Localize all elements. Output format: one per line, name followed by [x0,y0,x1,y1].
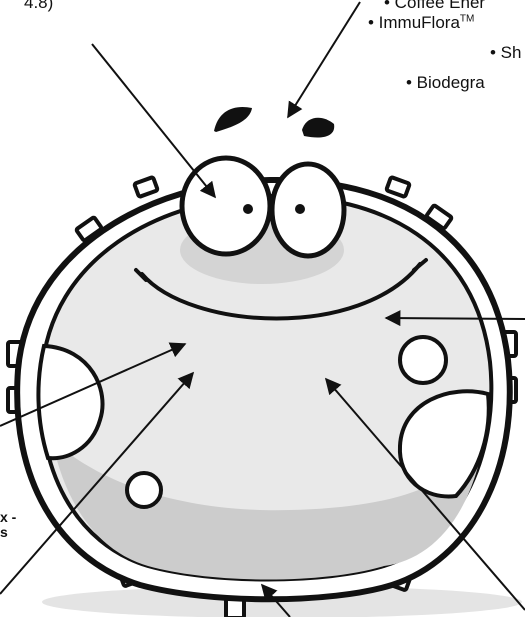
granule-small-left [127,473,161,507]
arrow-to-right-body [386,318,525,319]
right-eye [272,164,344,256]
label-list-line-2-sup: TM [460,13,474,24]
arrow-to-top [288,2,360,117]
arrow-to-eye [92,44,215,197]
label-list-line-2: • ImmuFloraTM [368,14,474,31]
label-top-left-fragment: 4.8) [24,0,53,11]
left-eyebrow [214,107,252,132]
right-pupil [295,204,305,214]
label-list-line-3: • Sh [490,44,521,61]
granule-small-right [400,337,446,383]
right-eyebrow [302,118,334,138]
left-pupil [243,204,253,214]
label-left-fragment-2: s [0,525,8,539]
label-list-line-4: • Biodegra [406,74,485,91]
label-left-fragment-1: x - [0,510,16,524]
label-list-line-2-text: • ImmuFlora [368,13,460,32]
label-list-line-1: • Coffee Ener [384,0,485,11]
